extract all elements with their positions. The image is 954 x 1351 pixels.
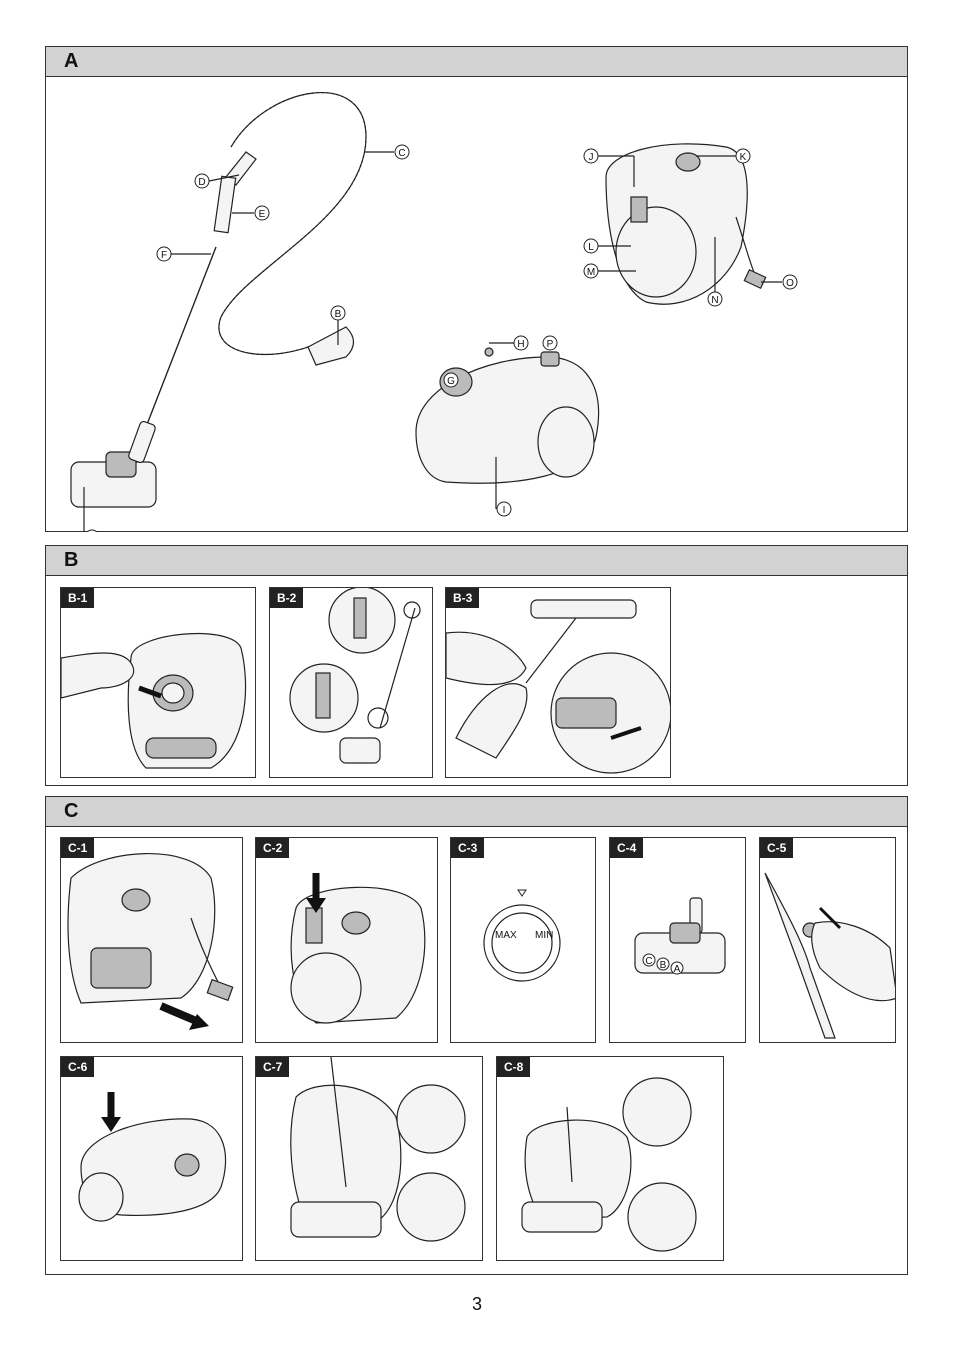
panel-c2-illustration (290, 873, 426, 1024)
section-c: C C-1 C-2 C-3 MAX (45, 796, 908, 1275)
panel-c7-tag: C-7 (256, 1057, 290, 1077)
callout-I: I (495, 457, 512, 517)
svg-text:G: G (447, 376, 455, 387)
callout-B: B (330, 305, 346, 345)
panel-b1-tag: B-1 (61, 588, 95, 608)
svg-text:M: M (587, 267, 595, 278)
panel-b1-illustration (61, 632, 247, 769)
svg-text:D: D (198, 177, 205, 188)
svg-text:A: A (674, 964, 681, 975)
panel-c8-tag: C-8 (497, 1057, 531, 1077)
panel-c8-illustration (521, 1077, 697, 1252)
panel-c1: C-1 (60, 837, 243, 1043)
callout-K: K (696, 148, 751, 164)
panel-c5-tag: C-5 (760, 838, 794, 858)
svg-text:I: I (503, 505, 506, 516)
panel-b2: B-2 (269, 587, 433, 778)
callout-N: N (707, 237, 723, 307)
section-a-label: A (64, 50, 79, 72)
section-a: A A B C D E F G H (45, 46, 908, 532)
callout-M: M (583, 263, 636, 279)
panel-c2: C-2 (255, 837, 438, 1043)
svg-text:H: H (517, 339, 524, 350)
double-arrow-icon (610, 726, 642, 740)
panel-c1-tag: C-1 (61, 838, 95, 858)
panel-c6-tag: C-6 (61, 1057, 95, 1077)
svg-text:O: O (786, 278, 794, 289)
callout-E: E (232, 205, 270, 221)
panel-b2-tag: B-2 (270, 588, 304, 608)
panel-c6: C-6 (60, 1056, 243, 1261)
svg-text:C: C (645, 956, 652, 967)
panel-c7-illustration (290, 1057, 466, 1242)
section-c-label: C (64, 800, 79, 822)
panel-c3: C-3 MAX MIN (450, 837, 596, 1043)
section-a-header: A (46, 47, 907, 77)
svg-text:C: C (398, 148, 405, 159)
dial-min-label: MIN (535, 930, 553, 941)
callout-F: F (156, 246, 211, 262)
panel-c4-tag: C-4 (610, 838, 644, 858)
panel-c1-illustration (67, 853, 234, 1030)
callout-J: J (583, 148, 635, 187)
callout-L: L (583, 238, 631, 254)
panel-c5: C-5 (759, 837, 896, 1043)
panel-c4-illustration: C B A (634, 897, 726, 975)
callout-O: O (761, 274, 798, 290)
callout-A: A (83, 487, 98, 532)
dial-pointer-icon (517, 889, 527, 897)
arrow-icon (138, 685, 162, 699)
panel-c3-tag: C-3 (451, 838, 485, 858)
section-b-label: B (64, 549, 79, 571)
dial-max-label: MAX (495, 930, 517, 941)
panel-c6-illustration (78, 1092, 227, 1222)
panel-c4: C-4 C B A (609, 837, 746, 1043)
svg-text:P: P (547, 339, 554, 350)
callout-P: P (542, 335, 558, 351)
panel-c5-illustration (764, 872, 895, 1039)
panel-c8: C-8 (496, 1056, 724, 1261)
panel-b3-tag: B-3 (446, 588, 480, 608)
callout-D: D (194, 173, 240, 189)
section-b-header: B (46, 546, 907, 576)
panel-b3: B-3 (445, 587, 671, 778)
svg-text:F: F (161, 250, 167, 261)
callout-G: G (443, 372, 459, 388)
panel-b3-illustration (446, 599, 670, 774)
svg-text:J: J (589, 152, 594, 163)
svg-text:K: K (740, 152, 747, 163)
vacuum-parts-illustration: A B C D E F G H I J K L M N O P (70, 92, 798, 532)
panel-c3-illustration: MAX MIN (483, 889, 561, 982)
panel-b1: B-1 (60, 587, 256, 778)
svg-text:B: B (660, 960, 667, 971)
page-number: 3 (471, 1294, 482, 1314)
svg-text:L: L (588, 242, 594, 253)
section-c-header: C (46, 797, 907, 827)
panel-c7: C-7 (255, 1056, 483, 1261)
svg-text:E: E (259, 209, 266, 220)
svg-text:N: N (711, 295, 718, 306)
svg-text:B: B (335, 309, 342, 320)
section-b: B B-1 B-2 B-3 (45, 545, 908, 786)
callout-C: C (364, 144, 410, 160)
panel-c2-tag: C-2 (256, 838, 290, 858)
callout-H: H (489, 335, 529, 351)
panel-b2-illustration (289, 588, 421, 764)
double-arrow-icon (818, 906, 842, 930)
